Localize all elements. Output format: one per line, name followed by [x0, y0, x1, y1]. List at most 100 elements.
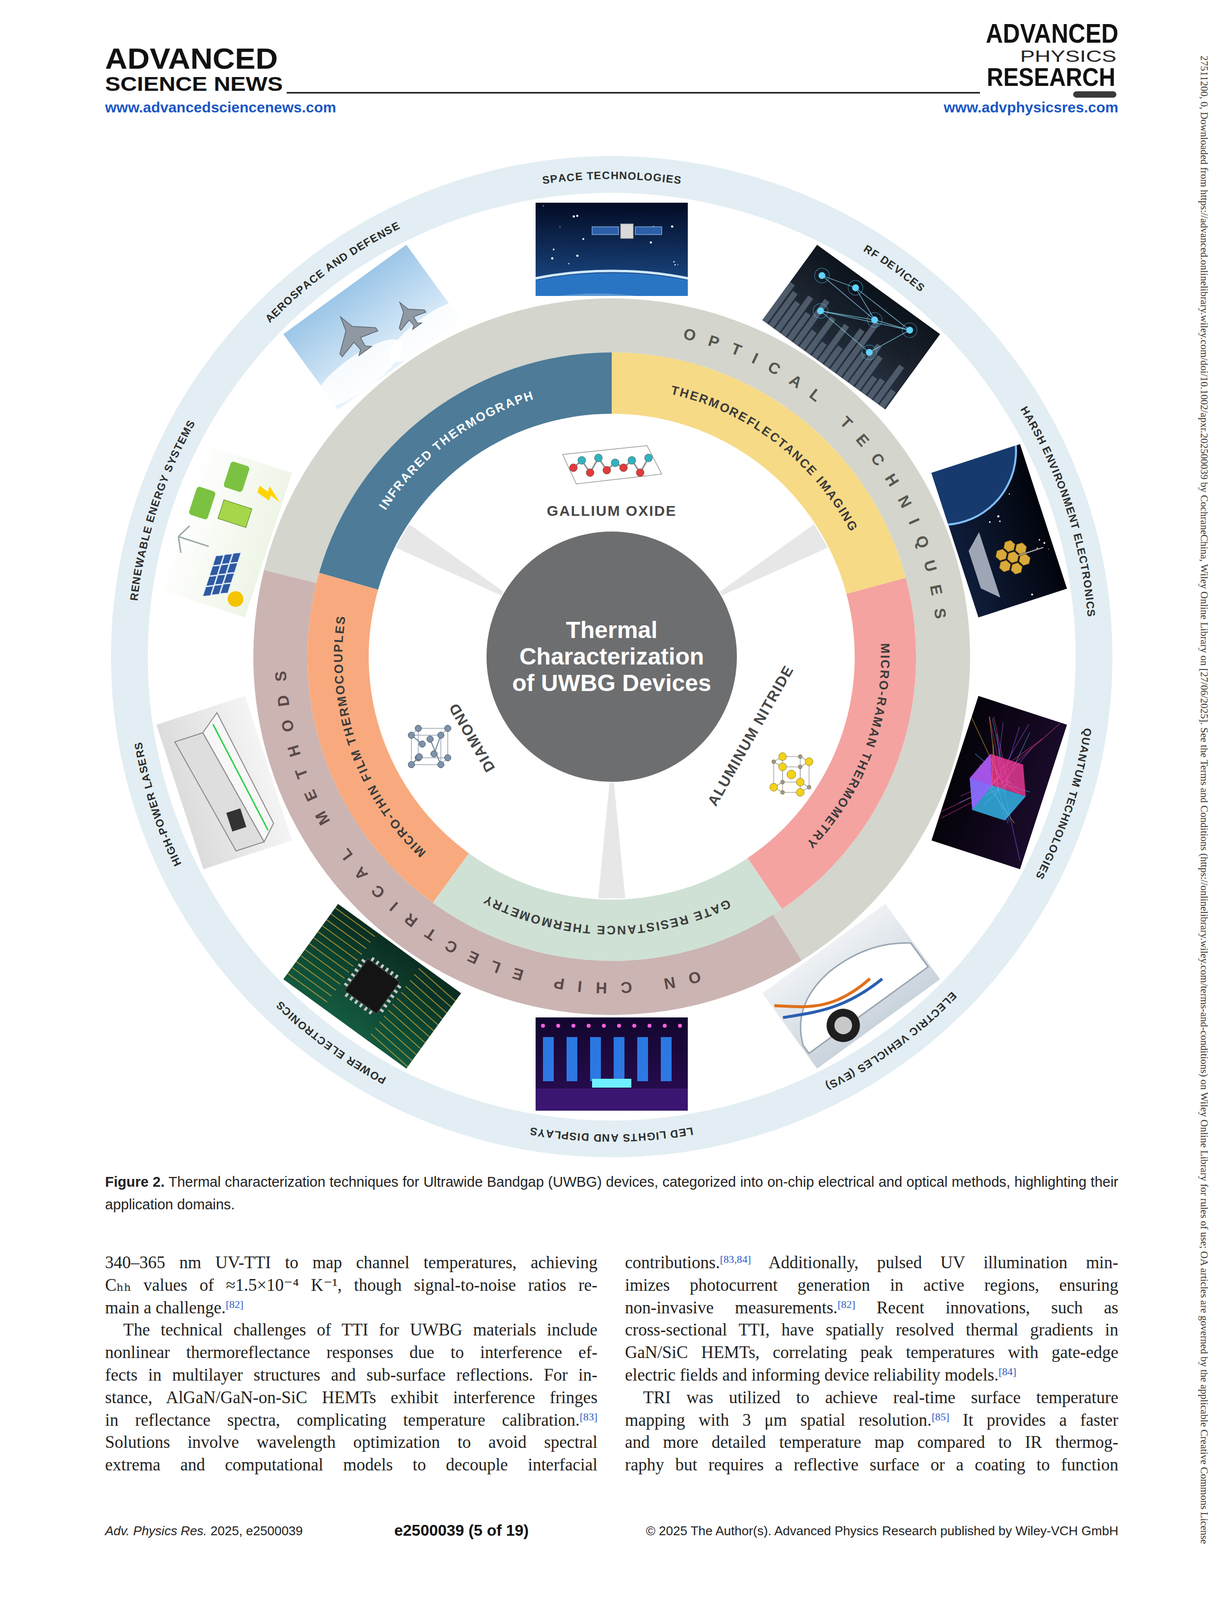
led-light	[556, 1024, 561, 1029]
sector-divider	[597, 783, 625, 899]
network-link	[869, 318, 910, 364]
arc-letter: S	[673, 174, 682, 187]
text-run: main a challenge.	[105, 1298, 226, 1318]
arc-letter: R	[493, 400, 507, 415]
sun	[225, 589, 246, 609]
arc-letter: R	[454, 420, 469, 436]
circuit-trace	[376, 1022, 420, 1056]
text-run: Additionally, pulsed UV illumination min…	[751, 1253, 1119, 1273]
access-badge	[1073, 91, 1117, 98]
technique-label: MICRO-THIN FILM THERMOCOUPLES	[328, 610, 430, 862]
arc-letter: C	[332, 675, 346, 685]
sunshield	[964, 532, 1001, 603]
arc-letter: A	[503, 395, 516, 411]
mirror-segment	[994, 548, 1009, 562]
application-label: SPACE TECHNOLOGIES	[537, 166, 686, 189]
cube-face	[960, 750, 1002, 814]
atom	[796, 788, 805, 797]
atom	[786, 770, 796, 780]
network-node	[815, 306, 826, 317]
chip-pin	[382, 1003, 388, 1009]
arc-letter: I	[408, 840, 420, 852]
atom	[778, 753, 787, 761]
network-ring	[864, 309, 886, 331]
category-label: OPTICAL TECHNIQUES	[676, 322, 953, 627]
arc-letter: E	[688, 389, 700, 404]
arc-letter: -	[876, 690, 890, 697]
network-link	[820, 281, 910, 361]
energy-block	[188, 486, 217, 520]
body-text-line: Cₕₕ values of ≈1.5×10⁻⁴ K⁻¹, though sign…	[105, 1274, 598, 1297]
arc-letter: R	[391, 478, 407, 493]
application-image	[762, 904, 941, 1070]
star	[671, 225, 674, 228]
atom	[408, 761, 415, 769]
journal-url: www.advancedsciencenews.com	[105, 100, 337, 115]
arc-letter: C	[867, 450, 888, 469]
star	[677, 264, 679, 266]
arc-letter: C	[767, 429, 782, 445]
segment-shape	[248, 293, 975, 1021]
segment-shape	[248, 293, 975, 1021]
text-run: Cₕₕ values of ≈1.5×10⁻⁴ K⁻¹, though sign…	[105, 1275, 598, 1296]
arc-letter	[363, 779, 376, 789]
mirror-segment	[1013, 541, 1029, 556]
application-image	[762, 244, 941, 410]
application-image	[283, 904, 461, 1070]
atmosphere	[535, 270, 688, 297]
center-circle: Thermal Characterization of UWBG Devices	[486, 531, 737, 783]
arc-letter: E	[339, 716, 353, 728]
arc-letter: E	[665, 173, 674, 186]
atom	[586, 468, 595, 477]
arc-letter: R	[394, 825, 410, 840]
network-ring	[811, 265, 833, 286]
technique-label: GATE RESISTANCE THERMOMETRY	[478, 891, 736, 941]
arc-letter: A	[544, 1128, 555, 1140]
text-run: fects in multilayer structures and sub-s…	[105, 1365, 598, 1385]
chip-pin	[357, 963, 362, 969]
page-number: e2500039 (5 of 19)	[394, 1522, 529, 1539]
arc-letter: E	[562, 920, 573, 934]
arc-letter: N	[789, 448, 805, 464]
reference-number: [83,84]	[719, 1253, 751, 1266]
star	[1036, 547, 1038, 549]
unit-cell	[418, 728, 448, 758]
circle-fill	[486, 531, 737, 783]
led-panel	[542, 1037, 554, 1082]
arc-letter: R	[727, 405, 741, 420]
image-content	[156, 696, 292, 870]
arc-letter: N	[1082, 588, 1095, 598]
arc-letter: U	[331, 653, 345, 663]
arc-letter: Q	[913, 533, 933, 550]
network-ring	[845, 277, 867, 298]
journal-logo: RESEARCH	[986, 64, 1116, 90]
caption-text: Thermal characterization techniques for …	[105, 1174, 1119, 1213]
atom	[437, 761, 445, 769]
arc-letter: C	[606, 923, 616, 937]
chip-pin	[353, 968, 359, 974]
arc-letter: N	[894, 493, 915, 511]
text-run: It provides a faster	[949, 1410, 1119, 1431]
arc-letter: T	[728, 340, 744, 359]
battery	[217, 499, 252, 528]
network-link	[821, 267, 856, 296]
arc-letter: T	[422, 924, 439, 944]
chip-pin	[343, 982, 349, 988]
atom	[778, 762, 787, 771]
arc-letter: M	[878, 643, 892, 654]
floor	[535, 1088, 688, 1111]
led-light	[662, 1024, 667, 1029]
network-ring	[859, 342, 880, 363]
citation-detail: 2025, e2500039	[210, 1523, 303, 1539]
arc-letter: O	[627, 170, 637, 182]
arc-letter: C	[442, 937, 461, 957]
led-panel	[566, 1037, 578, 1082]
atom	[419, 741, 426, 748]
arc-letter: M	[540, 915, 554, 930]
energy-block	[222, 460, 250, 493]
arc-letter: M	[816, 478, 834, 494]
chip-pin	[368, 1010, 373, 1015]
arc-letter: C	[620, 979, 633, 997]
solar-panel	[230, 550, 241, 566]
led-panel	[637, 1037, 649, 1082]
